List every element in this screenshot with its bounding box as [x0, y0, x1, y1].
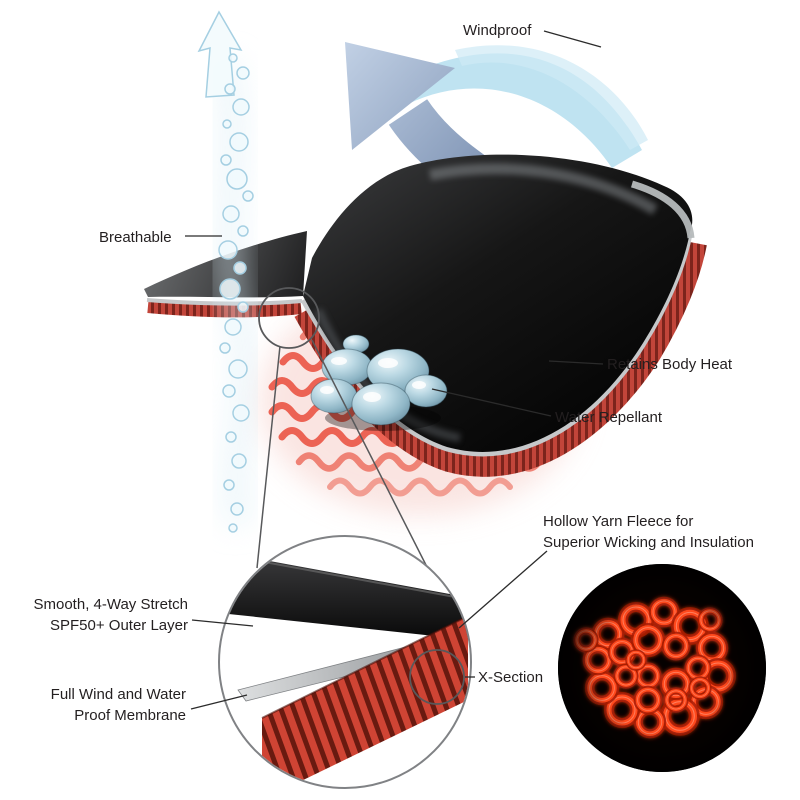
fabric-crest-highlight: [428, 163, 658, 215]
label-outer-layer: Smooth, 4-Way Stretch SPF50+ Outer Layer: [8, 594, 189, 636]
label-retains-body-heat: Retains Body Heat: [607, 356, 733, 373]
windproof-leader-line: [543, 30, 602, 48]
zoom-line-right: [311, 339, 429, 570]
label-membrane: Full Wind and Water Proof Membrane: [8, 684, 186, 726]
magnifier-callout: [256, 287, 429, 570]
breathable-up-arrow-icon: [197, 10, 243, 98]
water-repellant-leader-line: [431, 388, 552, 417]
label-membrane-line1: Full Wind and Water: [50, 686, 186, 703]
label-membrane-line2: Proof Membrane: [74, 707, 186, 724]
droplet-highlights: [320, 357, 426, 402]
yarn-circle-vignette: [558, 564, 766, 772]
breathable-bubbles: [197, 10, 254, 533]
fleece-top-edge: [261, 615, 469, 719]
label-x-section: X-Section: [478, 669, 544, 686]
fold-zoom-circle: [258, 287, 320, 349]
membrane-leader-line: [190, 694, 248, 710]
yarn-xsection-inset: [558, 564, 766, 772]
label-outer-layer-line1: Smooth, 4-Way Stretch: [33, 596, 189, 613]
outer-layer-slab: [220, 550, 470, 640]
water-droplets: [310, 334, 448, 431]
label-water-repellant: Water Repellant: [555, 409, 662, 426]
fabric-right-roll-edge: [631, 180, 695, 239]
label-hollow-yarn-line2: Superior Wicking and Insulation: [543, 534, 754, 551]
label-hollow-yarn-fleece: Hollow Yarn Fleece for Superior Wicking …: [543, 511, 754, 553]
label-outer-layer-line2: SPF50+ Outer Layer: [50, 617, 188, 634]
label-windproof: Windproof: [463, 22, 532, 39]
wind-swoosh-small: [455, 45, 648, 150]
fleece-ribbed-layer: [262, 616, 468, 787]
fabric-red-fleece-edge: [294, 240, 707, 477]
layer-detail-inset: [218, 535, 472, 789]
hollow-yarn-leader-line: [458, 550, 548, 629]
retains-heat-leader-line: [548, 360, 604, 365]
x-section-zoom-circle: [409, 649, 465, 705]
zoom-line-left: [256, 345, 281, 569]
wind-arrow-head: [345, 42, 455, 150]
leader-lines: [185, 30, 604, 710]
outer-layer-leader-line: [191, 619, 254, 627]
label-breathable: Breathable: [99, 229, 172, 246]
label-hollow-yarn-line1: Hollow Yarn Fleece for: [543, 513, 694, 530]
